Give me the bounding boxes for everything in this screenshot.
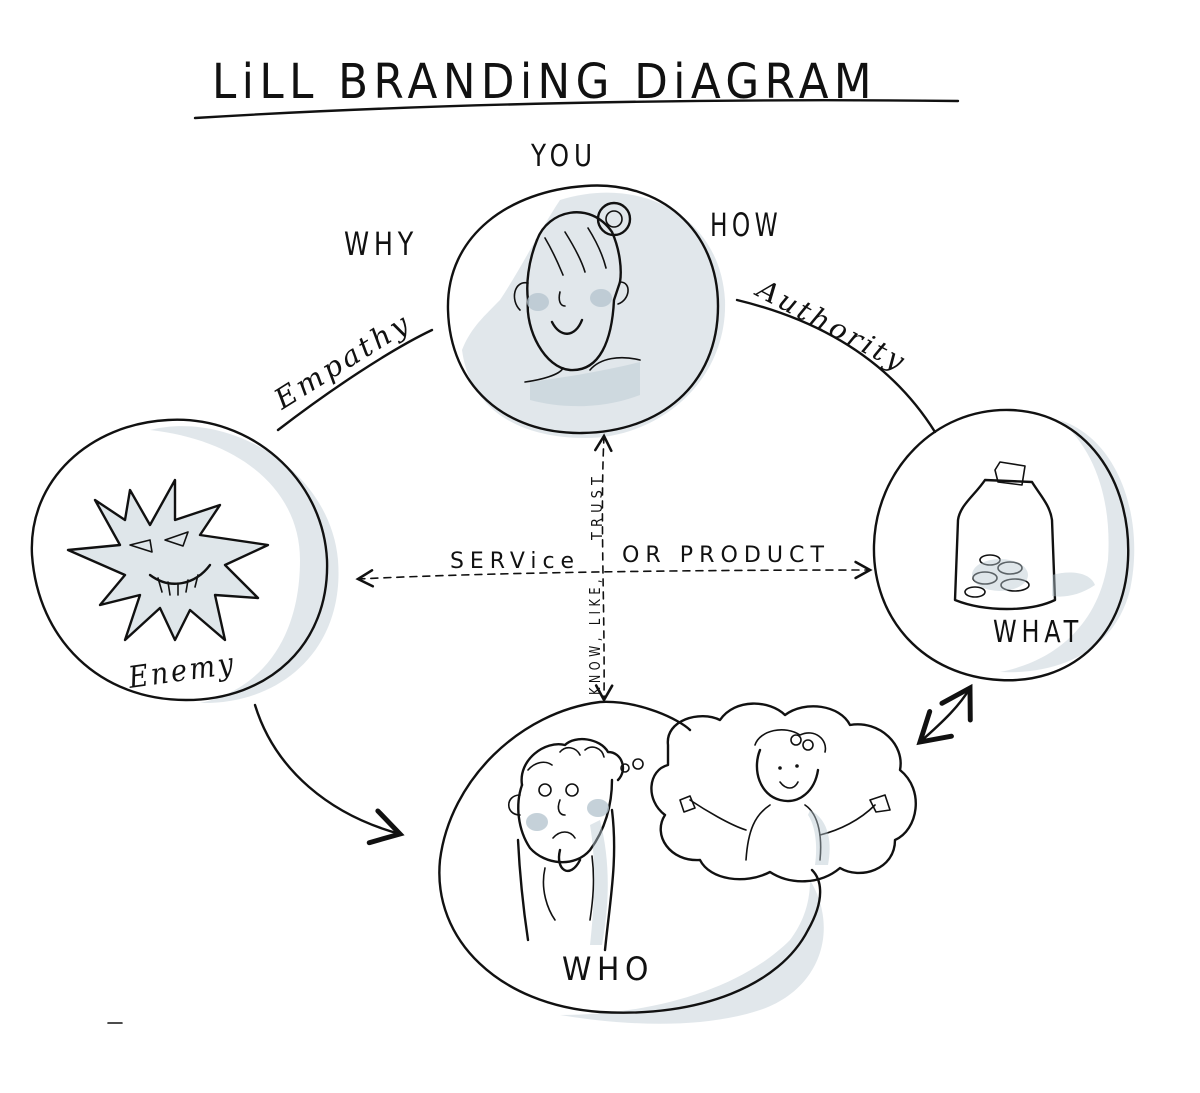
how-label: HOW: [710, 206, 782, 244]
why-label: WHY: [344, 225, 418, 263]
service-product-connector: [355, 560, 873, 588]
authority-label: Authority: [749, 272, 912, 378]
or-product-label: OR PRODUCT: [622, 543, 830, 568]
you-node: YOU: [446, 139, 726, 438]
who-node: WHO: [438, 700, 917, 1024]
service-label: SERVice: [450, 549, 580, 574]
you-circle-shadow: [462, 192, 726, 438]
who-circle-shadow: [560, 880, 824, 1024]
title-underline: [193, 99, 960, 120]
enemy-to-who-arrow: [253, 703, 405, 846]
know-like-trust-connector: [594, 433, 614, 703]
trust-label: TRUST: [588, 472, 606, 541]
you-label: YOU: [530, 139, 597, 174]
empathy-arc: [276, 328, 434, 432]
you-woman-icon: [513, 201, 641, 407]
know-like-label: KNOW, LIKE,: [586, 575, 604, 695]
you-circle: [446, 184, 720, 435]
who-what-arrow: [916, 683, 973, 746]
what-circle-shadow: [1000, 420, 1135, 673]
authority-arc: [735, 298, 937, 434]
what-label: WHAT: [993, 615, 1083, 650]
enemy-monster-icon: [66, 478, 270, 642]
who-person-icon: [507, 737, 625, 952]
enemy-circle: [30, 418, 329, 702]
what-node: WHAT: [872, 408, 1135, 682]
enemy-circle-shadow: [150, 426, 339, 704]
enemy-label: Enemy: [125, 646, 238, 696]
enemy-node: Enemy: [30, 418, 339, 704]
what-jar-icon: [953, 461, 1095, 611]
what-circle: [872, 408, 1130, 682]
thought-cloud: [650, 702, 917, 883]
title-text: LiLL BRANDiNG DiAGRAM: [212, 54, 877, 110]
empathy-label: Empathy: [267, 306, 417, 417]
who-happy-person-icon: [679, 729, 891, 865]
who-label: WHO: [562, 950, 654, 988]
diagram-title: LiLL BRANDiNG DiAGRAM: [193, 54, 960, 120]
